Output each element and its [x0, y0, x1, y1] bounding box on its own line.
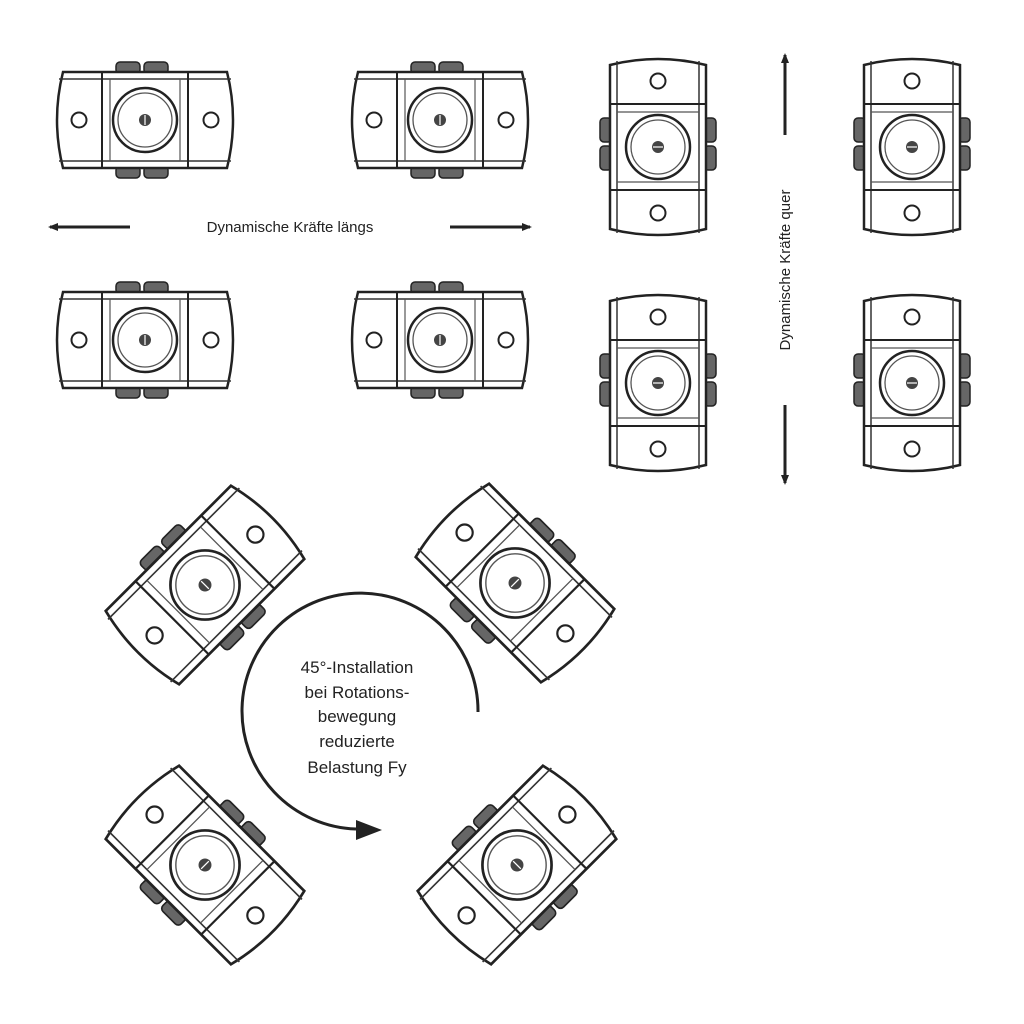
rotation-arrowhead-icon	[356, 820, 382, 840]
bearing-unit-45-4	[404, 752, 630, 978]
bearing-unit-45-1	[92, 472, 318, 698]
bearing-unit-vertical-2	[852, 57, 972, 237]
label-longitudinal-forces: Dynamische Kräfte längs	[207, 219, 374, 236]
bearing-unit-horizontal-4	[350, 280, 530, 400]
rotation-caption-line-5: Belastung Fy	[307, 758, 407, 777]
bearing-unit-vertical-3	[598, 293, 718, 473]
rotation-caption-line-3: bewegung	[318, 707, 396, 726]
rotation-caption-line-2: bei Rotations-	[305, 683, 410, 702]
label-transverse-forces: Dynamische Kräfte quer	[777, 190, 794, 351]
bearing-unit-horizontal-3	[55, 280, 235, 400]
bearing-unit-vertical-1	[598, 57, 718, 237]
rotation-caption-line-1: 45°-Installation	[301, 658, 414, 677]
bearing-unit-horizontal-1	[55, 60, 235, 180]
bearing-unit-vertical-4	[852, 293, 972, 473]
rotation-arc	[240, 591, 480, 831]
rotation-caption-line-4: reduzierte	[319, 732, 395, 751]
bearing-unit-45-3	[92, 752, 318, 978]
bearing-unit-horizontal-2	[350, 60, 530, 180]
bearing-unit-45-2	[402, 470, 628, 696]
